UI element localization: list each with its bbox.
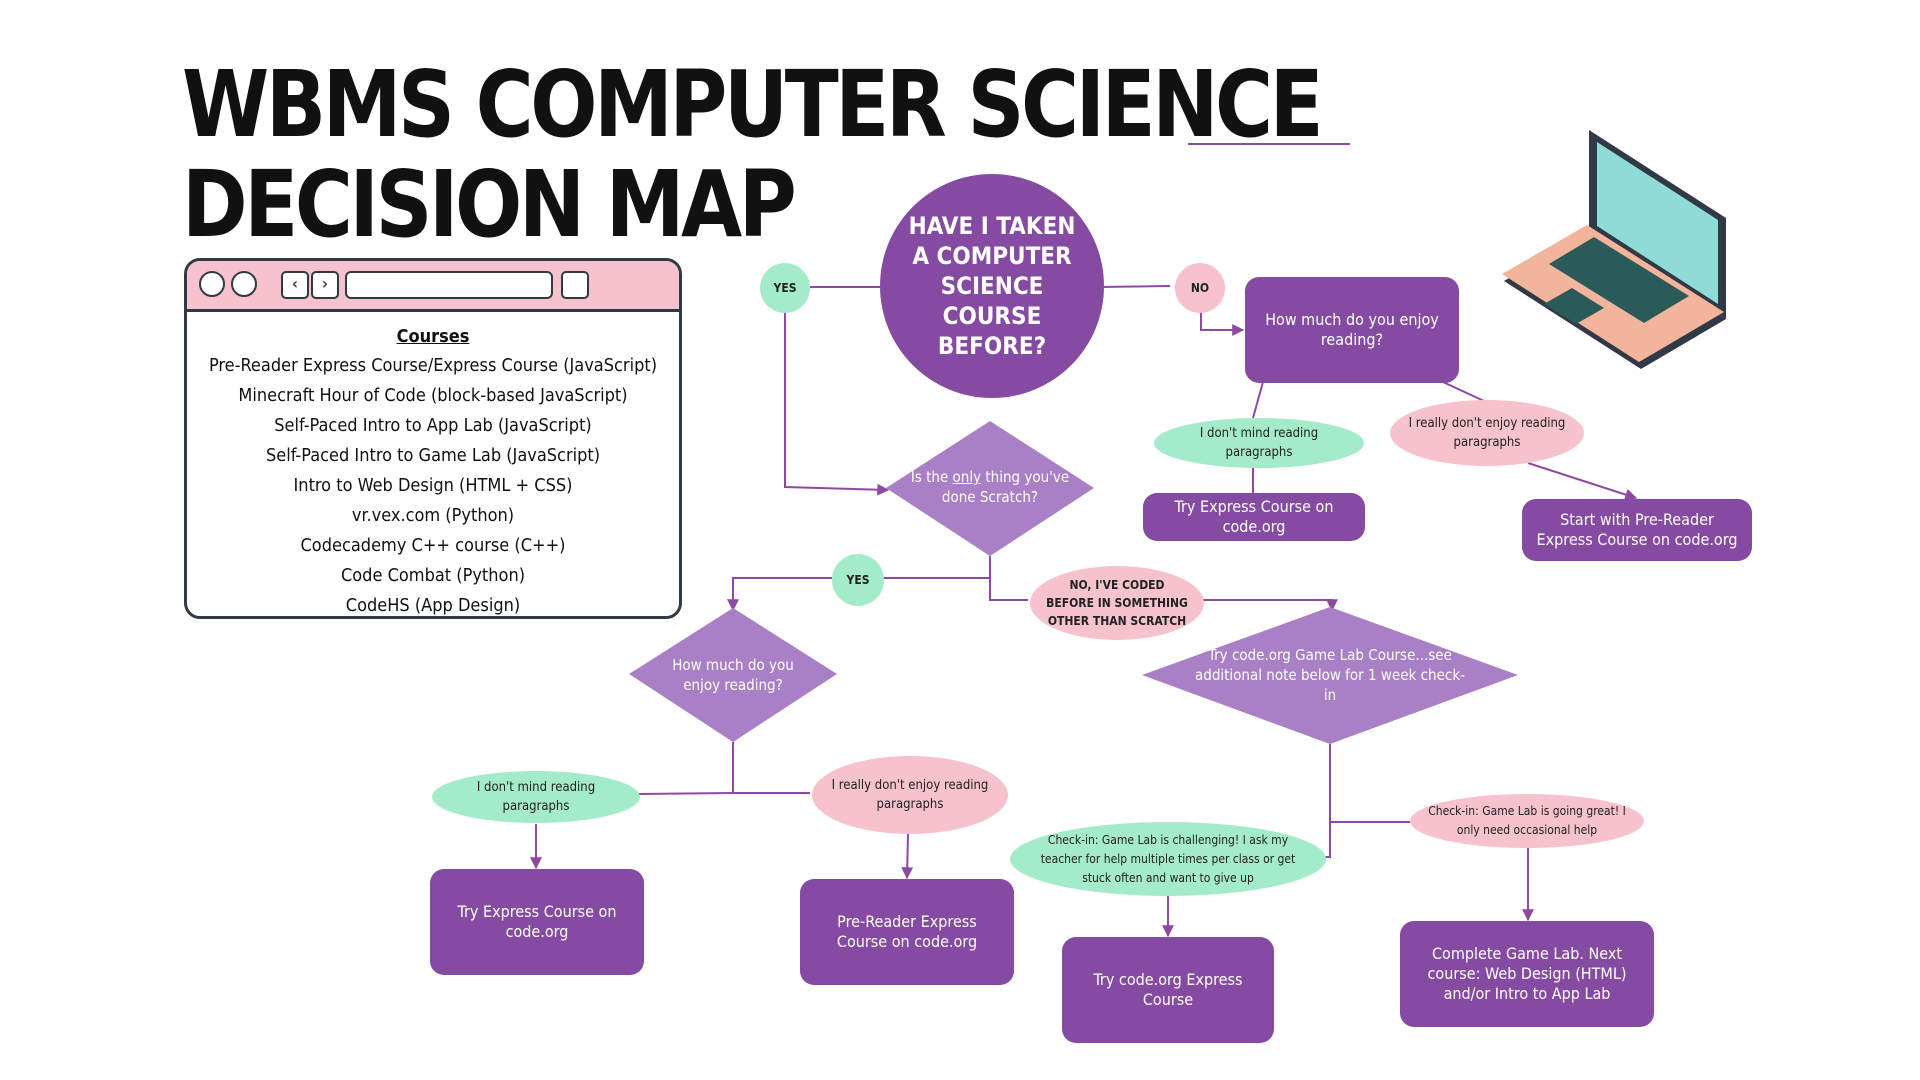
- connector-nb-dontenjoy-result: [1527, 462, 1638, 501]
- diamond-reading-question: [629, 608, 837, 742]
- window-menu-square: [561, 271, 589, 299]
- connector-yes-scratch: [784, 310, 890, 496]
- sb-result-prereader: Pre-Reader Express Course on code.org: [800, 879, 1014, 985]
- scratch-question-emphasis: only: [952, 468, 982, 486]
- nb-result-express: Try Express Course on code.org: [1143, 493, 1365, 541]
- course-item: Minecraft Hour of Code (block-based Java…: [238, 385, 628, 406]
- browser-toolbar: ‹ ›: [187, 261, 679, 312]
- scratch-yes-label: YES: [832, 554, 884, 606]
- connector-scratch-no-gamelab: [1203, 599, 1338, 612]
- gl-result-complete: Complete Game Lab. Next course: Web Desi…: [1400, 921, 1654, 1027]
- scratch-question: Is the only thing you've done Scratch?: [902, 452, 1078, 522]
- diamond-scratch-question: [886, 421, 1094, 556]
- course-item: Self-Paced Intro to Game Lab (JavaScript…: [265, 445, 601, 466]
- sb-reading-question: How much do you enjoy reading?: [672, 656, 794, 694]
- yes-label: YES: [760, 263, 810, 313]
- connector-scratch-no: [989, 578, 1028, 601]
- connector-no-question: [1200, 310, 1245, 336]
- scratch-question-text-end: thing you've done Scratch?: [941, 468, 1070, 506]
- scratch-no-label: NO, I'VE CODED BEFORE IN SOMETHING OTHER…: [1030, 566, 1204, 640]
- course-item: vr.vex.com (Python): [351, 505, 515, 526]
- gamelab-question: Try code.org Game Lab Course...see addit…: [1194, 646, 1466, 704]
- course-item: Intro to Web Design (HTML + CSS): [293, 475, 573, 496]
- title-line-1: WBMS COMPUTER SCIENCE: [182, 51, 1324, 158]
- scratch-question-text: Is the: [910, 468, 953, 486]
- connector-nb-dontenjoy: [1442, 381, 1485, 402]
- courses-list: Pre-Reader Express Course/Express Course…: [187, 351, 679, 616]
- start-question: HAVE I TAKEN A COMPUTER SCIENCE COURSE B…: [880, 174, 1104, 398]
- nb-dont-enjoy-option: I really don't enjoy reading paragraphs: [1390, 400, 1584, 466]
- connector-sb-dontenjoy-result: [901, 833, 914, 880]
- course-item: Code Combat (Python): [340, 565, 526, 586]
- nb-reading-question: How much do you enjoy reading?: [1245, 277, 1459, 383]
- gl-great-option: Check-in: Game Lab is going great! I onl…: [1410, 794, 1644, 848]
- gl-result-express: Try code.org Express Course: [1062, 937, 1274, 1043]
- connector-sb-left: [637, 792, 734, 795]
- title-underline: [1188, 143, 1350, 145]
- course-item: Self-Paced Intro to App Lab (JavaScript): [274, 415, 592, 436]
- forward-arrow-icon: ›: [311, 271, 339, 299]
- connector-start-no: [1099, 285, 1171, 288]
- nb-dont-mind-option: I don't mind reading paragraphs: [1154, 418, 1364, 468]
- nb-result-prereader: Start with Pre-Reader Express Course on …: [1522, 499, 1752, 561]
- page-title: WBMS COMPUTER SCIENCE DECISION MAP: [182, 55, 1324, 258]
- sb-dont-mind-option: I don't mind reading paragraphs: [432, 771, 640, 823]
- courses-panel: ‹ › Courses Pre-Reader Express Course/Ex…: [184, 258, 682, 619]
- connector-nb-dontmind: [1252, 381, 1264, 419]
- diamond-gamelab-question: [1142, 607, 1518, 744]
- sb-result-express: Try Express Course on code.org: [430, 869, 644, 975]
- course-item: Pre-Reader Express Course/Express Course…: [208, 355, 658, 376]
- course-item: CodeHS (App Design): [345, 595, 521, 616]
- window-dot-2: [231, 271, 257, 297]
- sb-dont-enjoy-option: I really don't enjoy reading paragraphs: [812, 756, 1008, 834]
- connector-gl-left: [1325, 854, 1331, 858]
- title-line-2: DECISION MAP: [182, 151, 797, 258]
- address-bar: [345, 271, 553, 299]
- gl-challenging-option: Check-in: Game Lab is challenging! I ask…: [1010, 822, 1326, 896]
- course-item: Codecademy C++ course (C++): [300, 535, 566, 556]
- window-dot-1: [199, 271, 225, 297]
- laptop-illustration: [1502, 130, 1726, 369]
- back-arrow-icon: ‹: [281, 271, 309, 299]
- connector-scratch-yes-down: [727, 577, 832, 612]
- no-label: NO: [1175, 263, 1225, 313]
- courses-heading: Courses: [396, 326, 470, 347]
